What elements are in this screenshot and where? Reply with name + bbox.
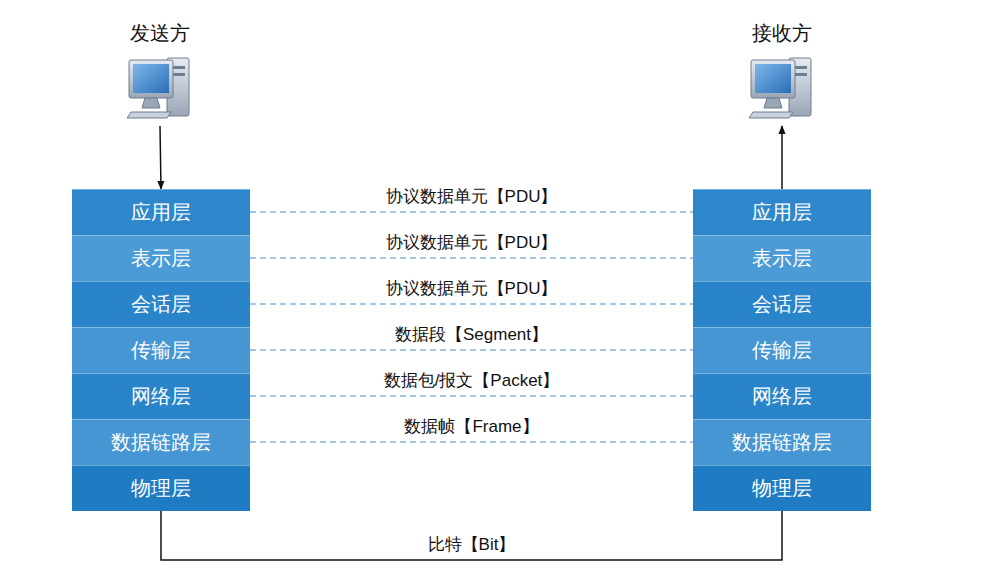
layer-box: 会话层	[72, 281, 250, 327]
layer-name: 网络层	[131, 383, 191, 410]
computer-node: 发送方	[110, 20, 210, 124]
layer-name: 物理层	[752, 475, 812, 502]
edge-label: 协议数据单元【PDU】	[382, 278, 562, 300]
layer-box: 会话层	[693, 281, 871, 327]
layer-box: 表示层	[72, 235, 250, 281]
layer-name: 数据链路层	[111, 429, 211, 456]
layer-name: 表示层	[752, 245, 812, 272]
layer-name: 传输层	[752, 337, 812, 364]
edge-label: 数据段【Segment】	[391, 324, 552, 346]
layer-box: 网络层	[693, 373, 871, 419]
layer-name: 会话层	[131, 291, 191, 318]
peer-link	[250, 441, 693, 442]
layer-box: 应用层	[693, 189, 871, 235]
peer-link	[250, 395, 693, 396]
edge-label: 数据包/报文【Packet】	[380, 370, 564, 392]
layer-name: 传输层	[131, 337, 191, 364]
layer-name: 会话层	[752, 291, 812, 318]
peer-link	[250, 303, 693, 304]
computer-icon-holder	[127, 52, 193, 126]
layer-box: 物理层	[693, 465, 871, 511]
computer-icon	[749, 52, 815, 122]
layer-box: 应用层	[72, 189, 250, 235]
layer-name: 物理层	[131, 475, 191, 502]
computer-icon	[127, 52, 193, 122]
peer-link	[250, 257, 693, 258]
computer-icon-holder	[749, 52, 815, 126]
layer-box: 表示层	[693, 235, 871, 281]
layer-box: 传输层	[693, 327, 871, 373]
layer-name: 应用层	[752, 199, 812, 226]
layer-box: 物理层	[72, 465, 250, 511]
edge-label: 比特【Bit】	[424, 534, 520, 556]
layer-box: 数据链路层	[72, 419, 250, 465]
edge-label: 协议数据单元【PDU】	[382, 232, 562, 254]
data-flow-line	[161, 511, 782, 560]
layer-name: 数据链路层	[732, 429, 832, 456]
layer-name: 网络层	[752, 383, 812, 410]
data-flow-line	[160, 126, 161, 189]
computer-node: 接收方	[732, 20, 832, 124]
computer-label: 接收方	[752, 20, 812, 46]
data-flow-line	[781, 126, 783, 189]
layer-box: 传输层	[72, 327, 250, 373]
layer-name: 应用层	[131, 199, 191, 226]
peer-link	[250, 349, 693, 350]
edge-label: 协议数据单元【PDU】	[382, 186, 562, 208]
edge-label: 数据帧【Frame】	[400, 416, 542, 438]
peer-link	[250, 211, 693, 212]
layer-name: 表示层	[131, 245, 191, 272]
layer-box: 数据链路层	[693, 419, 871, 465]
layer-box: 网络层	[72, 373, 250, 419]
computer-label: 发送方	[130, 20, 190, 46]
